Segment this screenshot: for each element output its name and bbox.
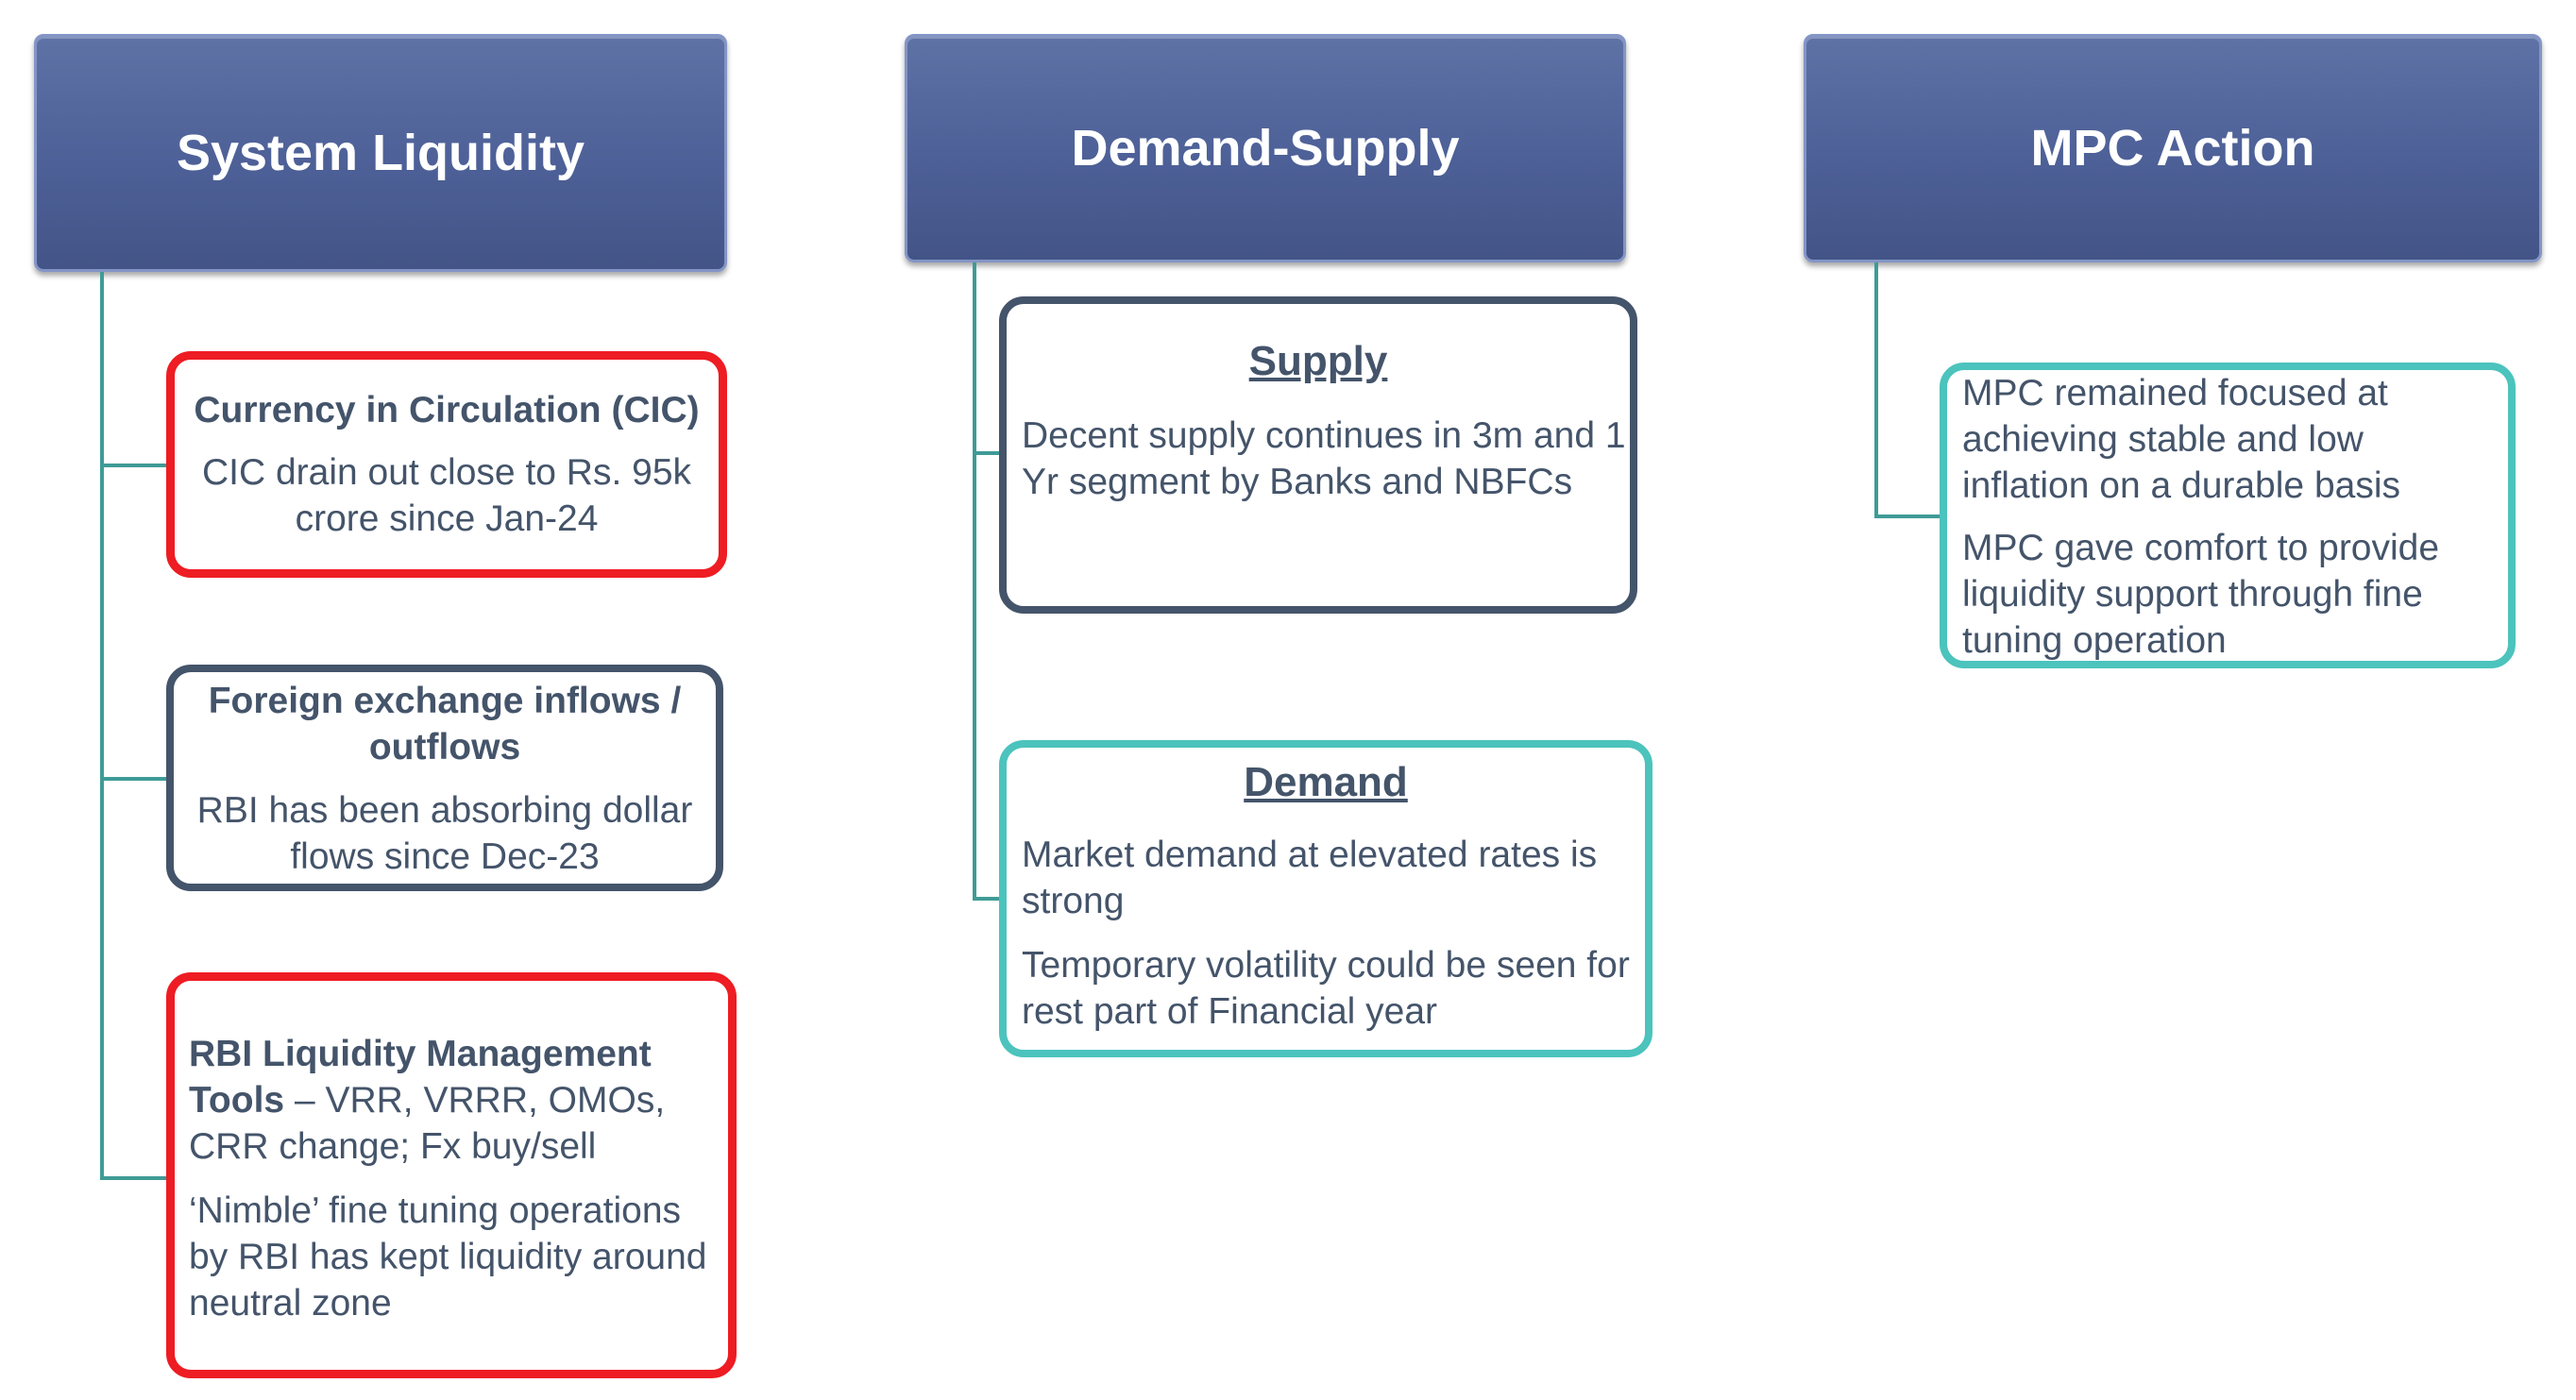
header-demand-supply-label: Demand-Supply — [1071, 120, 1460, 177]
connector-demand — [973, 897, 1006, 901]
fx-body: RBI has been absorbing dollar flows sinc… — [196, 790, 693, 877]
connector-demand-supply-trunk — [973, 262, 976, 901]
cic-box — [166, 351, 727, 578]
cic-body: CIC drain out close to Rs. 95k crore sin… — [201, 452, 692, 539]
supply-box — [999, 296, 1637, 614]
tools-box — [166, 972, 737, 1378]
supply-body: Decent supply continues in 3m and 1 Yr s… — [1022, 415, 1626, 502]
connector-mpc-trunk — [1874, 262, 1878, 518]
tools-heading-rest: – VRR, VRRR, OMOs, CRR change; Fx buy/se… — [189, 1080, 666, 1167]
fx-heading: Foreign exchange inflows / outflows — [208, 681, 682, 767]
demand-body-2: Temporary volatility could be seen for r… — [1022, 945, 1630, 1032]
demand-box — [999, 740, 1652, 1057]
connector-tools — [100, 1176, 172, 1180]
header-system-liquidity-label: System Liquidity — [176, 125, 585, 181]
tools-heading: RBI Liquidity Management Tools – VRR, VR… — [189, 1031, 718, 1170]
supply-heading: Supply — [1248, 338, 1388, 384]
header-demand-supply: Demand-Supply — [905, 34, 1626, 262]
header-mpc-action-label: MPC Action — [2030, 120, 2315, 177]
mpc-body-1: MPC remained focused at achieving stable… — [1962, 373, 2400, 506]
demand-body-1: Market demand at elevated rates is stron… — [1022, 835, 1598, 921]
fx-box — [166, 665, 723, 891]
header-mpc-action: MPC Action — [1804, 34, 2542, 262]
mpc-box — [1940, 363, 2516, 668]
connector-mpc — [1874, 514, 1942, 518]
connector-system-liquidity-trunk — [100, 272, 104, 1180]
tools-body: ‘Nimble’ fine tuning operations by RBI h… — [189, 1190, 707, 1324]
cic-heading: Currency in Circulation (CIC) — [194, 390, 700, 430]
tools-heading-bold: RBI Liquidity Management Tools — [189, 1034, 652, 1121]
demand-heading: Demand — [1244, 759, 1408, 805]
connector-cic — [100, 464, 172, 467]
connector-fx — [100, 777, 172, 781]
connector-supply — [973, 451, 1006, 455]
mpc-body-2: MPC gave comfort to provide liquidity su… — [1962, 528, 2440, 661]
header-system-liquidity: System Liquidity — [34, 34, 727, 272]
